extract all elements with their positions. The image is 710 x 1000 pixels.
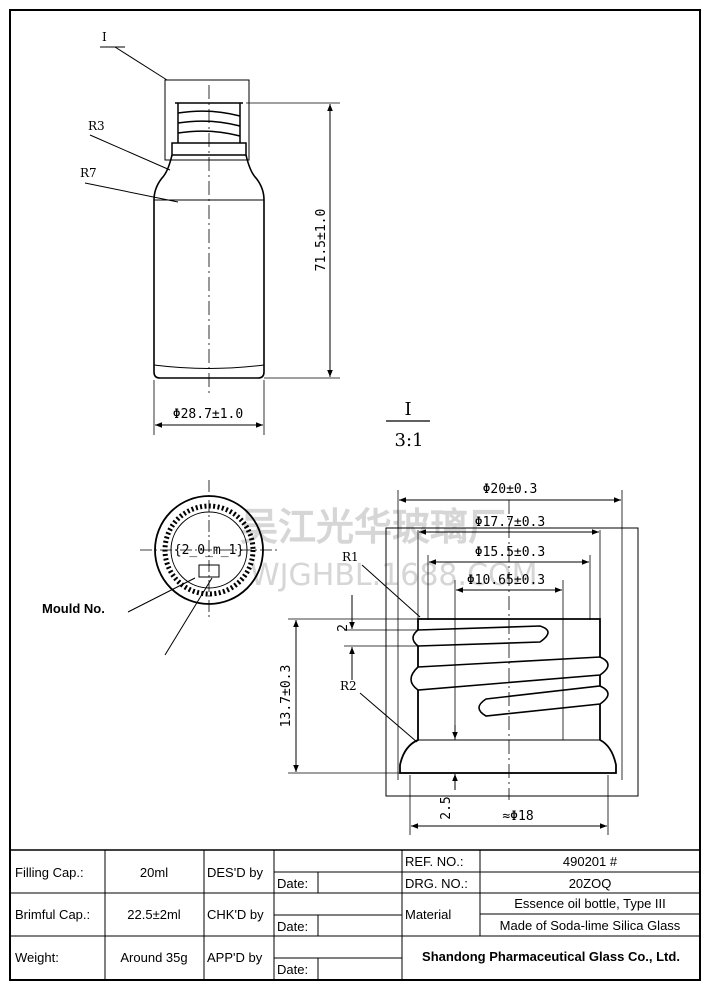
company-name: Shandong Pharmaceutical Glass Co., Ltd. [422,949,680,964]
mould-mark: {2_0_m_1} [174,543,244,558]
watermark-cn: 吴江光华玻璃厂 [240,505,506,549]
designed-by-label: DES'D by [207,865,263,880]
r1-label: R1 [342,550,359,564]
drg-no-value: 20ZOQ [569,876,612,891]
mould-leader [127,577,196,613]
ref-no-value: 490201 # [563,854,618,869]
detail-leader [114,46,168,81]
filling-cap-label: Filling Cap.: [15,865,84,880]
neck-height-value: 13.7±0.3 [279,665,294,728]
app-date-label: Date: [277,962,308,977]
weight-value: Around 35g [120,950,187,965]
diameter-value: Φ28.7±1.0 [173,407,243,422]
brimful-cap-label: Brimful Cap.: [15,907,90,922]
filling-cap-value: 20ml [140,865,168,880]
drg-no-label: DRG. NO.: [405,876,468,891]
d18-value: ≈Φ18 [502,809,533,824]
weight-label: Weight: [15,950,59,965]
d17-value: Φ17.7±0.3 [475,515,545,530]
mould-no-label: Mould No. [42,601,105,616]
bottle-side-view [84,46,340,435]
detail-label: I [102,30,107,44]
material-label: Material [405,907,451,922]
chk-date-label: Date: [277,919,308,934]
scale-detail-letter: I [404,399,411,420]
approved-by-label: APP'D by [207,950,263,965]
des-date-label: Date: [277,876,308,891]
sheet-border [9,9,701,981]
material-line2: Made of Soda-lime Silica Glass [500,918,681,933]
neck-detail-view [288,490,639,835]
r2-label: R2 [340,679,357,693]
base-value: 2.5 [439,796,454,819]
brimful-cap-value: 22.5±2ml [127,907,180,922]
neck-detail-box [385,527,639,797]
height-value: 71.5±1.0 [314,209,329,272]
d15-value: Φ15.5±0.3 [475,545,545,560]
detail-box [164,79,250,161]
r3-label: R3 [88,119,105,133]
bottle-bottom-view [127,480,278,656]
d10-value: Φ10.65±0.3 [467,573,545,588]
pitch-value: 2 [336,624,351,632]
title-block [10,849,700,980]
ref-no-label: REF. NO.: [405,854,464,869]
r7-label: R7 [80,166,97,180]
material-line1: Essence oil bottle, Type III [514,896,666,911]
checked-by-label: CHK'D by [207,907,264,922]
scale-ratio: 3:1 [395,430,424,451]
d20-value: Φ20±0.3 [483,482,538,497]
